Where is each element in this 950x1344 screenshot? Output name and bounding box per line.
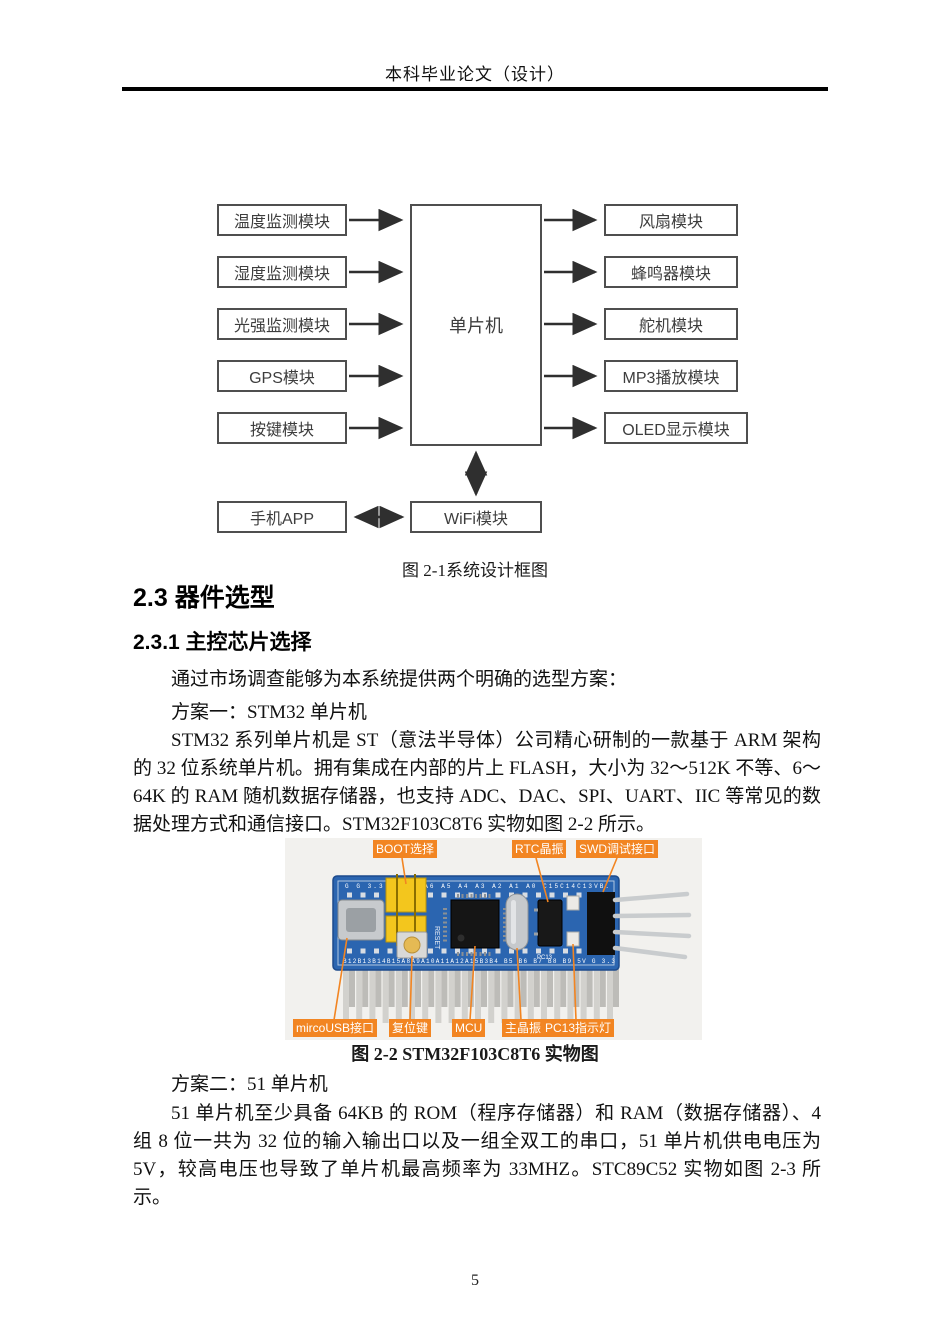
- diagram-box-humidity: 湿度监测模块: [217, 256, 347, 288]
- diagram-box-phone-app: 手机APP: [217, 501, 347, 533]
- diagram-box-mp3: MP3播放模块: [604, 360, 738, 392]
- diagram-box-temperature: 温度监测模块: [217, 204, 347, 236]
- rtc-crystal: [537, 899, 563, 947]
- callout-label-swd: SWD调试接口: [576, 840, 658, 858]
- diagram-box-fan: 风扇模块: [604, 204, 738, 236]
- callout-label-usb: mircoUSB接口: [293, 1019, 378, 1037]
- diagram-box-gps: GPS模块: [217, 360, 347, 392]
- swd-pin-4: [612, 945, 688, 960]
- diagram-box-buzzer: 蜂鸣器模块: [604, 256, 738, 288]
- callout-label-pc13: PC13指示灯: [542, 1019, 615, 1037]
- main-crystal: [505, 893, 529, 951]
- callout-label-boot: BOOT选择: [373, 840, 438, 858]
- swd-pin-1: [612, 891, 690, 903]
- diagram-box-wifi: WiFi模块: [410, 501, 542, 533]
- stm32-board-illustration: G G 3.3 B0 A7 A6 A5 A4 A3 A2 A1 A0 C15C1…: [332, 857, 692, 1023]
- diagram-box-light: 光强监测模块: [217, 308, 347, 340]
- pcb-pin-labels-bottom: B12B13B14B15A8A9A10A11A12A15B3B4 B5 B6 B…: [343, 958, 615, 965]
- figure-2-2-photo: G G 3.3 B0 A7 A6 A5 A4 A3 A2 A1 A0 C15C1…: [285, 838, 702, 1040]
- pc13-silkscreen-text: PC13: [537, 955, 553, 961]
- callout-label-mcu: MCU: [452, 1019, 486, 1037]
- callout-label-xtal: 主晶振: [502, 1019, 545, 1037]
- figure-2-1-caption: 图 2-1系统设计框图: [402, 561, 548, 580]
- swd-header-block: [587, 892, 615, 955]
- diagram-box-mcu: 单片机: [410, 204, 542, 446]
- swd-pin-2: [612, 912, 692, 919]
- swd-pin-3: [612, 929, 692, 939]
- callout-label-reset: 复位键: [389, 1019, 432, 1037]
- header-title: 本科毕业论文（设计）: [385, 65, 565, 84]
- pcb-pin-labels-top: G G 3.3 B0 A7 A6 A5 A4 A3 A2 A1 A0 C15C1…: [345, 883, 609, 890]
- pc13-led: [566, 931, 580, 947]
- subsection-heading-2-3-1: 2.3.1 主控芯片选择: [133, 631, 312, 654]
- page-number: 5: [471, 1272, 479, 1289]
- mcu-pin1-dot: [457, 934, 465, 942]
- figure-2-2-caption: 图 2-2 STM32F103C8T6 实物图: [351, 1044, 599, 1064]
- diagram-box-servo: 舵机模块: [604, 308, 738, 340]
- paragraph-plan2-body: 51 单片机至少具备 64KB 的 ROM（程序存储器）和 RAM（数据存储器）…: [133, 1103, 821, 1208]
- reset-button-cap: [403, 936, 421, 954]
- power-led: [566, 895, 580, 911]
- section-heading-2-3: 2.3 器件选型: [133, 584, 275, 612]
- reset-silkscreen-text: RESET: [433, 926, 440, 950]
- paragraph-plan1-body: STM32 系列单片机是 ST（意法半导体）公司精心研制的一款基于 ARM 架构…: [133, 730, 821, 835]
- callout-lines: [333, 857, 618, 1021]
- paragraph-plan1-title: 方案一：STM32 单片机: [171, 702, 367, 723]
- boot-jumper-block-1: [385, 877, 427, 913]
- callout-label-rtc: RTC晶振: [512, 840, 567, 858]
- mcu-chip: [450, 899, 500, 949]
- micro-usb-opening: [346, 908, 376, 932]
- main-crystal-highlight: [511, 900, 516, 944]
- diagram-box-oled: OLED显示模块: [604, 412, 748, 444]
- diagram-box-buttons: 按键模块: [217, 412, 347, 444]
- paragraph-intro: 通过市场调查能够为本系统提供两个明确的选型方案：: [171, 669, 628, 690]
- paragraph-plan2-title: 方案二：51 单片机: [171, 1074, 328, 1095]
- header-rule: [122, 87, 828, 91]
